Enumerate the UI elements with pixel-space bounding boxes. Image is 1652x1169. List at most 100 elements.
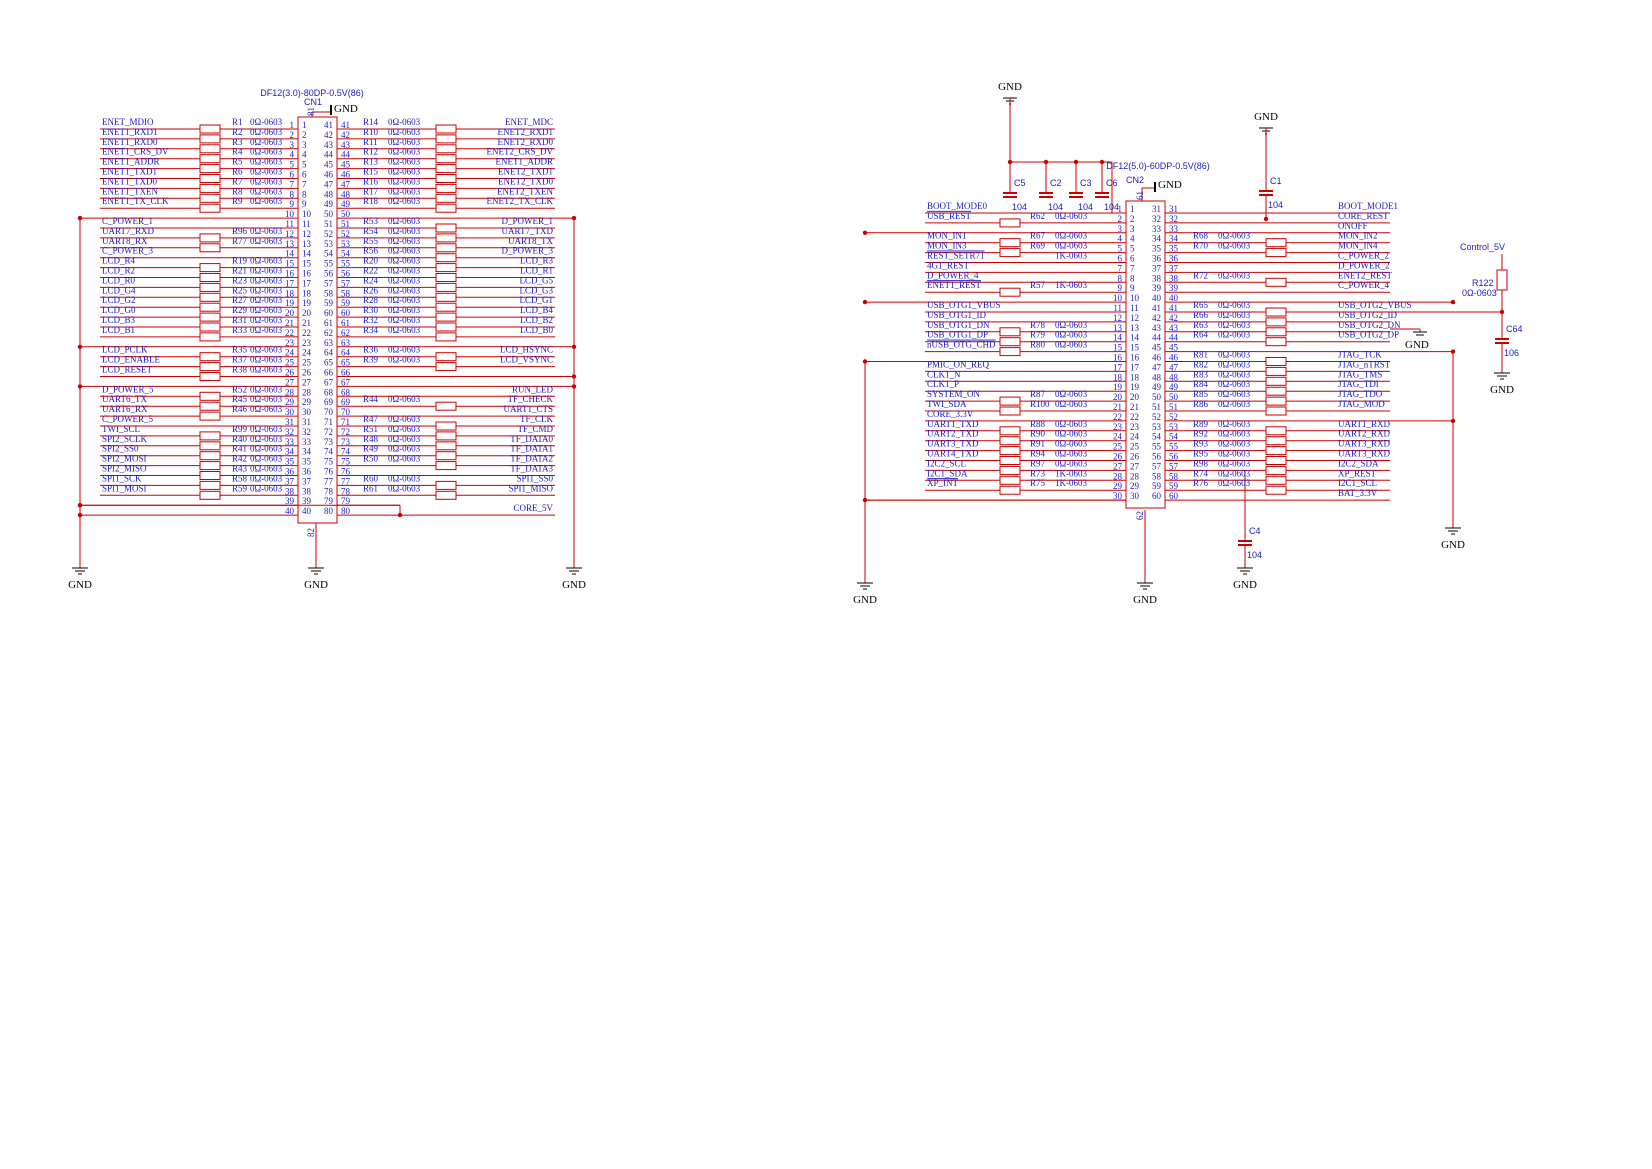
net-label: ENET1_REST xyxy=(927,280,981,290)
pin-number: 74 xyxy=(324,447,334,457)
resistor-ref: R122 xyxy=(1472,278,1494,288)
pin-number: 57 xyxy=(341,278,351,288)
net-label: LCD_R0 xyxy=(102,275,136,285)
pin-number: 3 xyxy=(1118,224,1123,234)
pin-number: 63 xyxy=(341,338,351,348)
resistor-ref: R62 xyxy=(1030,211,1045,221)
pin-number: 15 xyxy=(1113,343,1123,353)
pin-number: 36 xyxy=(302,467,312,477)
capacitor-value: 104 xyxy=(1078,202,1093,212)
net-label: TWI_SDA xyxy=(927,399,967,409)
pin-number: 47 xyxy=(341,179,351,189)
pin-number: 54 xyxy=(324,249,334,259)
resistor xyxy=(435,362,457,372)
pin-number: 30 xyxy=(1130,491,1140,501)
net-label: C_POWER_1 xyxy=(102,216,153,226)
pin-number: 55 xyxy=(1152,442,1162,452)
resistor xyxy=(999,248,1021,258)
pin-number: 26 xyxy=(285,368,295,378)
resistor-value: 0Ω-0603 xyxy=(250,196,283,206)
resistor-value: 0Ω-0603 xyxy=(388,285,421,295)
resistor xyxy=(199,164,221,174)
net-label: ENET2_CRS_DV xyxy=(486,147,553,157)
resistor-ref: R2 xyxy=(232,127,243,137)
pin-number: 42 xyxy=(1169,313,1178,323)
pin-number: 31 xyxy=(1152,204,1161,214)
resistor-value: 0Ω-0603 xyxy=(250,176,283,186)
pin-number: 40 xyxy=(1169,293,1179,303)
pin-number: 72 xyxy=(341,427,350,437)
capacitor-ref: C2 xyxy=(1050,178,1062,188)
resistor-ref: R47 xyxy=(363,414,379,424)
resistor-value: 0Ω-0603 xyxy=(250,345,283,355)
resistor xyxy=(999,436,1021,446)
net-label: USB_OTG1_VBUS xyxy=(927,300,1001,310)
net-label: I2C2_SCL xyxy=(927,458,966,468)
resistor xyxy=(435,480,457,490)
resistor-value: 0Ω-0603 xyxy=(388,137,421,147)
net-label: LCD_PCLK xyxy=(102,345,148,355)
capacitor-value: 104 xyxy=(1247,550,1262,560)
resistor xyxy=(435,193,457,203)
resistor-value: 0Ω-0603 xyxy=(250,315,283,325)
resistor-ref: R86 xyxy=(1193,399,1209,409)
pin-number: 46 xyxy=(1169,353,1179,363)
net-label: LCD_R2 xyxy=(102,266,135,276)
net-label: LCD_B0 xyxy=(520,325,554,335)
resistor-value: 0Ω-0603 xyxy=(1218,429,1251,439)
resistor xyxy=(199,431,221,441)
net-label: LCD_VSYNC xyxy=(500,355,553,365)
resistor-ref: R89 xyxy=(1193,419,1209,429)
net-label: D_POWER_5 xyxy=(102,384,154,394)
net-label: TF_CMD xyxy=(517,424,553,434)
net-label: USB_REST xyxy=(927,211,972,221)
resistor xyxy=(999,406,1021,416)
pin-number: 24 xyxy=(1130,432,1140,442)
net-label: ENET1_RXD0 xyxy=(102,137,158,147)
net-label: LCD_G4 xyxy=(102,285,136,295)
capacitor-ref: C5 xyxy=(1014,178,1026,188)
resistor-value: 0Ω-0603 xyxy=(388,236,421,246)
pin-number: 56 xyxy=(324,269,334,279)
pin-number: 10 xyxy=(285,209,295,219)
pin-number: 25 xyxy=(302,358,312,368)
resistor xyxy=(999,238,1021,248)
resistor xyxy=(435,401,457,411)
resistor-value: 0Ω-0603 xyxy=(250,355,283,365)
pin-number: 58 xyxy=(1152,471,1162,481)
resistor-ref: R34 xyxy=(363,325,379,335)
pin-number: 41 xyxy=(1152,303,1161,313)
net-label: LCD_B3 xyxy=(102,315,136,325)
resistor xyxy=(1265,248,1287,258)
resistor xyxy=(1265,386,1287,396)
resistor-ref: R52 xyxy=(232,384,247,394)
resistor xyxy=(435,223,457,233)
net-label: UART1_CTS xyxy=(504,404,553,414)
resistor-ref: R25 xyxy=(232,285,248,295)
pin-number: 53 xyxy=(1152,422,1162,432)
pin-number: 8 xyxy=(1130,273,1135,283)
gnd-label: GND xyxy=(334,103,358,115)
resistor-ref: R46 xyxy=(232,404,248,414)
gnd-label: GND xyxy=(998,81,1022,93)
resistor-ref: R65 xyxy=(1193,300,1209,310)
net-label: D_POWER_3 xyxy=(502,246,554,256)
pin-number: 32 xyxy=(1169,214,1178,224)
pin-number: 4 xyxy=(1118,234,1123,244)
pin-number: 8 xyxy=(1118,273,1123,283)
pin-number: 60 xyxy=(324,308,334,318)
pin-number: 4 xyxy=(302,150,307,160)
resistor-r122 xyxy=(1496,269,1508,291)
pin-number: 30 xyxy=(302,407,312,417)
pin-number: 28 xyxy=(1130,471,1140,481)
pin-number: 27 xyxy=(302,377,312,387)
pin-number: 32 xyxy=(285,427,294,437)
pin-number: 23 xyxy=(285,338,295,348)
net-label: UART1_TXD xyxy=(927,419,979,429)
pin-number: 13 xyxy=(285,239,295,249)
connector-cn2-part: DF12(5.0)-60DP-0.5V(86) xyxy=(1106,161,1210,171)
resistor-ref: R92 xyxy=(1193,429,1208,439)
resistor-ref: R12 xyxy=(363,147,378,157)
net-label: BOOT_MODE1 xyxy=(1338,201,1398,211)
pin-number: 53 xyxy=(324,239,334,249)
